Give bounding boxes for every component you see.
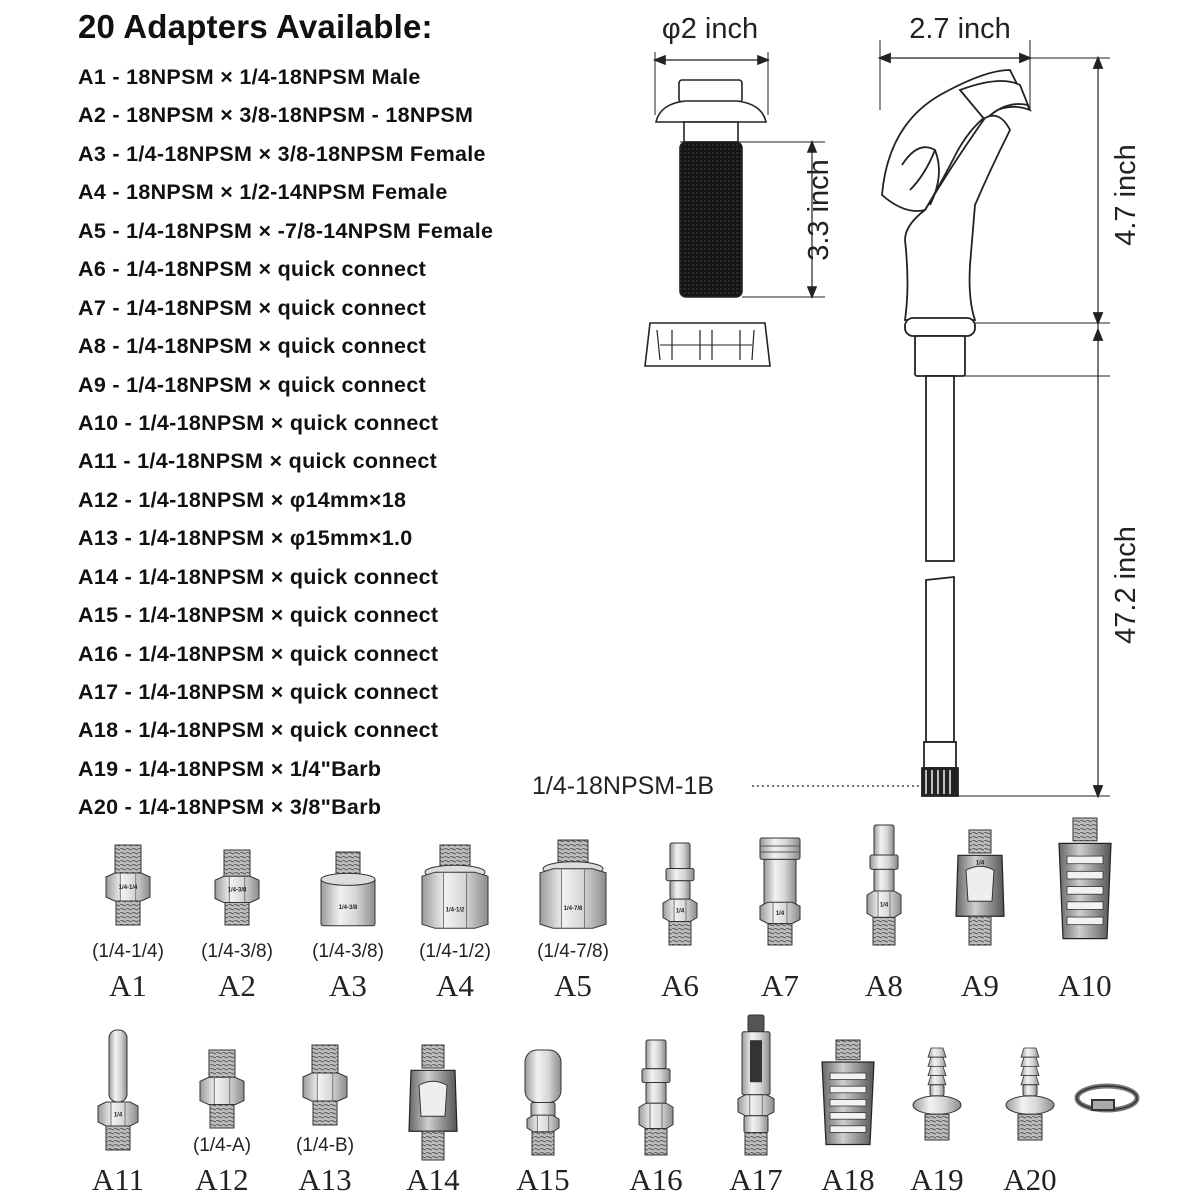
adapter-size-label: (1/4-7/8) [537, 941, 609, 962]
adapter-id-label: A18 [821, 1162, 874, 1197]
filter-cap-drawing [644, 52, 825, 367]
adapter-size-label: (1/4-3/8) [312, 941, 384, 962]
adapter-spec-item: A17 - 1/4-18NPSM × quick connect [78, 680, 439, 704]
adapter-spec-item: A6 - 1/4-18NPSM × quick connect [78, 257, 427, 282]
adapter-a19-icon [912, 1047, 962, 1141]
adapter-stamp: 1/4-7/8 [564, 906, 583, 912]
adapter-a3-icon: 1/4-3/8 [320, 851, 376, 927]
adapter-id-label: A9 [961, 968, 999, 1003]
adapter-id-label: A2 [218, 968, 256, 1003]
adapter-spec-item: A13 - 1/4-18NPSM × φ15mm×1.0 [78, 526, 413, 551]
adapter-spec-item: A9 - 1/4-18NPSM × quick connect [78, 372, 427, 397]
adapter-a17-icon [737, 1014, 775, 1156]
adapter-a15-icon [524, 1049, 562, 1156]
adapter-spec-list: A1 - 18NPSM × 1/4-18NPSM Male A2 - 18NPSM… [78, 62, 493, 831]
adapter-stamp: 1/4 [676, 908, 685, 914]
adapter-id-label: A1 [109, 968, 147, 1003]
adapter-spec-item: A16 - 1/4-18NPSM × quick connect [78, 641, 439, 666]
cap-height-label: 3.3 inch [803, 159, 835, 261]
adapter-a20-icon [1005, 1047, 1055, 1141]
adapter-id-label: A6 [661, 968, 699, 1003]
adapter-a6-icon: 1/4 [662, 842, 698, 946]
adapter-a9-icon: 1/4 [955, 829, 1005, 946]
adapter-stamp: 1/4-1/2 [446, 907, 465, 913]
adapter-id-label: A5 [554, 968, 592, 1003]
gun-height-label: 4.7 inch [1110, 144, 1142, 246]
adapter-spec-item: A2 - 18NPSM × 3/8-18NPSM - 18NPSM [78, 103, 474, 128]
adapter-spec-item: A12 - 1/4-18NPSM × φ14mm×18 [78, 487, 407, 512]
adapter-size-label: (1/4-1/2) [419, 941, 491, 962]
gun-width-label: 2.7 inch [909, 13, 1011, 45]
adapter-stamp: 1/4 [114, 1112, 123, 1118]
adapter-id-label: A11 [92, 1162, 144, 1197]
adapter-size-label: (1/4-1/4) [92, 941, 164, 962]
page-title: 20 Adapters Available: [78, 8, 433, 45]
adapter-spec-item: A11 - 1/4-18NPSM × quick connect [78, 449, 438, 474]
adapter-id-label: A14 [406, 1162, 460, 1197]
adapter-spec-item: A15 - 1/4-18NPSM × quick connect [78, 603, 439, 628]
adapter-size-label: (1/4-B) [296, 1135, 354, 1156]
adapter-spec-item: A7 - 1/4-18NPSM × quick connect [78, 295, 427, 320]
adapter-a4-icon: 1/4-1/2 [421, 844, 489, 929]
adapter-stamp: 1/4 [976, 861, 985, 867]
adapter-a7-icon: 1/4 [759, 837, 801, 946]
adapter-id-label: A3 [329, 968, 367, 1003]
adapter-id-label: A16 [629, 1162, 682, 1197]
adapter-a10-icon [1058, 817, 1112, 940]
adapter-a13-icon [302, 1044, 348, 1126]
spray-gun-drawing [752, 40, 1110, 799]
adapter-id-label: A10 [1058, 968, 1111, 1003]
adapter-a2-icon: 1/4-3/8 [214, 849, 260, 926]
adapter-id-label: A19 [910, 1162, 963, 1197]
adapter-size-label: (1/4-A) [193, 1135, 251, 1156]
adapter-id-label: A15 [516, 1162, 569, 1197]
adapter-id-label: A8 [865, 968, 903, 1003]
hose-length-label: 47.2 inch [1110, 526, 1142, 644]
adapter-size-label: (1/4-3/8) [201, 941, 273, 962]
adapter-a14-icon [408, 1044, 458, 1161]
adapter-stamp: 1/4-1/4 [119, 885, 138, 891]
adapter-id-label: A12 [195, 1162, 248, 1197]
adapter-illustrations: 1/4-1/4 1/4-3/8 1/4-3/8 1/4-1/2 1/4-7/8 1/4 1/… [97, 817, 1112, 1161]
adapter-spec-item: A10 - 1/4-18NPSM × quick connect [78, 410, 439, 435]
adapter-spec-item: A8 - 1/4-18NPSM × quick connect [78, 334, 427, 359]
adapter-stamp: 1/4-3/8 [339, 905, 358, 911]
adapter-spec-item: A18 - 1/4-18NPSM × quick connect [78, 718, 439, 743]
adapter-a12-icon [199, 1049, 245, 1129]
adapter-spec-item: A3 - 1/4-18NPSM × 3/8-18NPSM Female [78, 141, 486, 166]
adapter-a5-icon: 1/4-7/8 [539, 839, 607, 929]
adapter-stamp: 1/4 [880, 903, 889, 909]
adapter-id-label: A4 [436, 968, 474, 1003]
adapter-spec-item: A5 - 1/4-18NPSM × -7/8-14NPSM Female [78, 218, 494, 243]
adapter-spec-item: A20 - 1/4-18NPSM × 3/8"Barb [78, 795, 382, 820]
hose-clamp-icon [1074, 1083, 1140, 1113]
adapter-a1-icon: 1/4-1/4 [105, 844, 151, 926]
adapter-spec-item: A14 - 1/4-18NPSM × quick connect [78, 564, 439, 589]
hose-fitting-label: 1/4-18NPSM-1B [532, 772, 714, 800]
adapter-a8-icon: 1/4 [866, 824, 902, 946]
adapter-id-label: A7 [761, 968, 799, 1003]
adapter-spec-item: A19 - 1/4-18NPSM × 1/4"Barb [78, 756, 382, 781]
adapter-id-label: A13 [298, 1162, 351, 1197]
adapter-id-label: A17 [729, 1162, 782, 1197]
cap-diameter-label: φ2 inch [662, 13, 758, 45]
adapter-id-label: A20 [1003, 1162, 1056, 1197]
adapter-a18-icon [821, 1039, 875, 1146]
adapter-a11-icon: 1/4 [97, 1029, 139, 1151]
adapter-spec-item: A1 - 18NPSM × 1/4-18NPSM Male [78, 65, 421, 89]
adapter-spec-item: A4 - 18NPSM × 1/2-14NPSM Female [78, 180, 448, 205]
adapter-a16-icon [638, 1039, 674, 1156]
adapter-stamp: 1/4 [776, 911, 785, 917]
adapter-stamp: 1/4-3/8 [228, 887, 247, 893]
